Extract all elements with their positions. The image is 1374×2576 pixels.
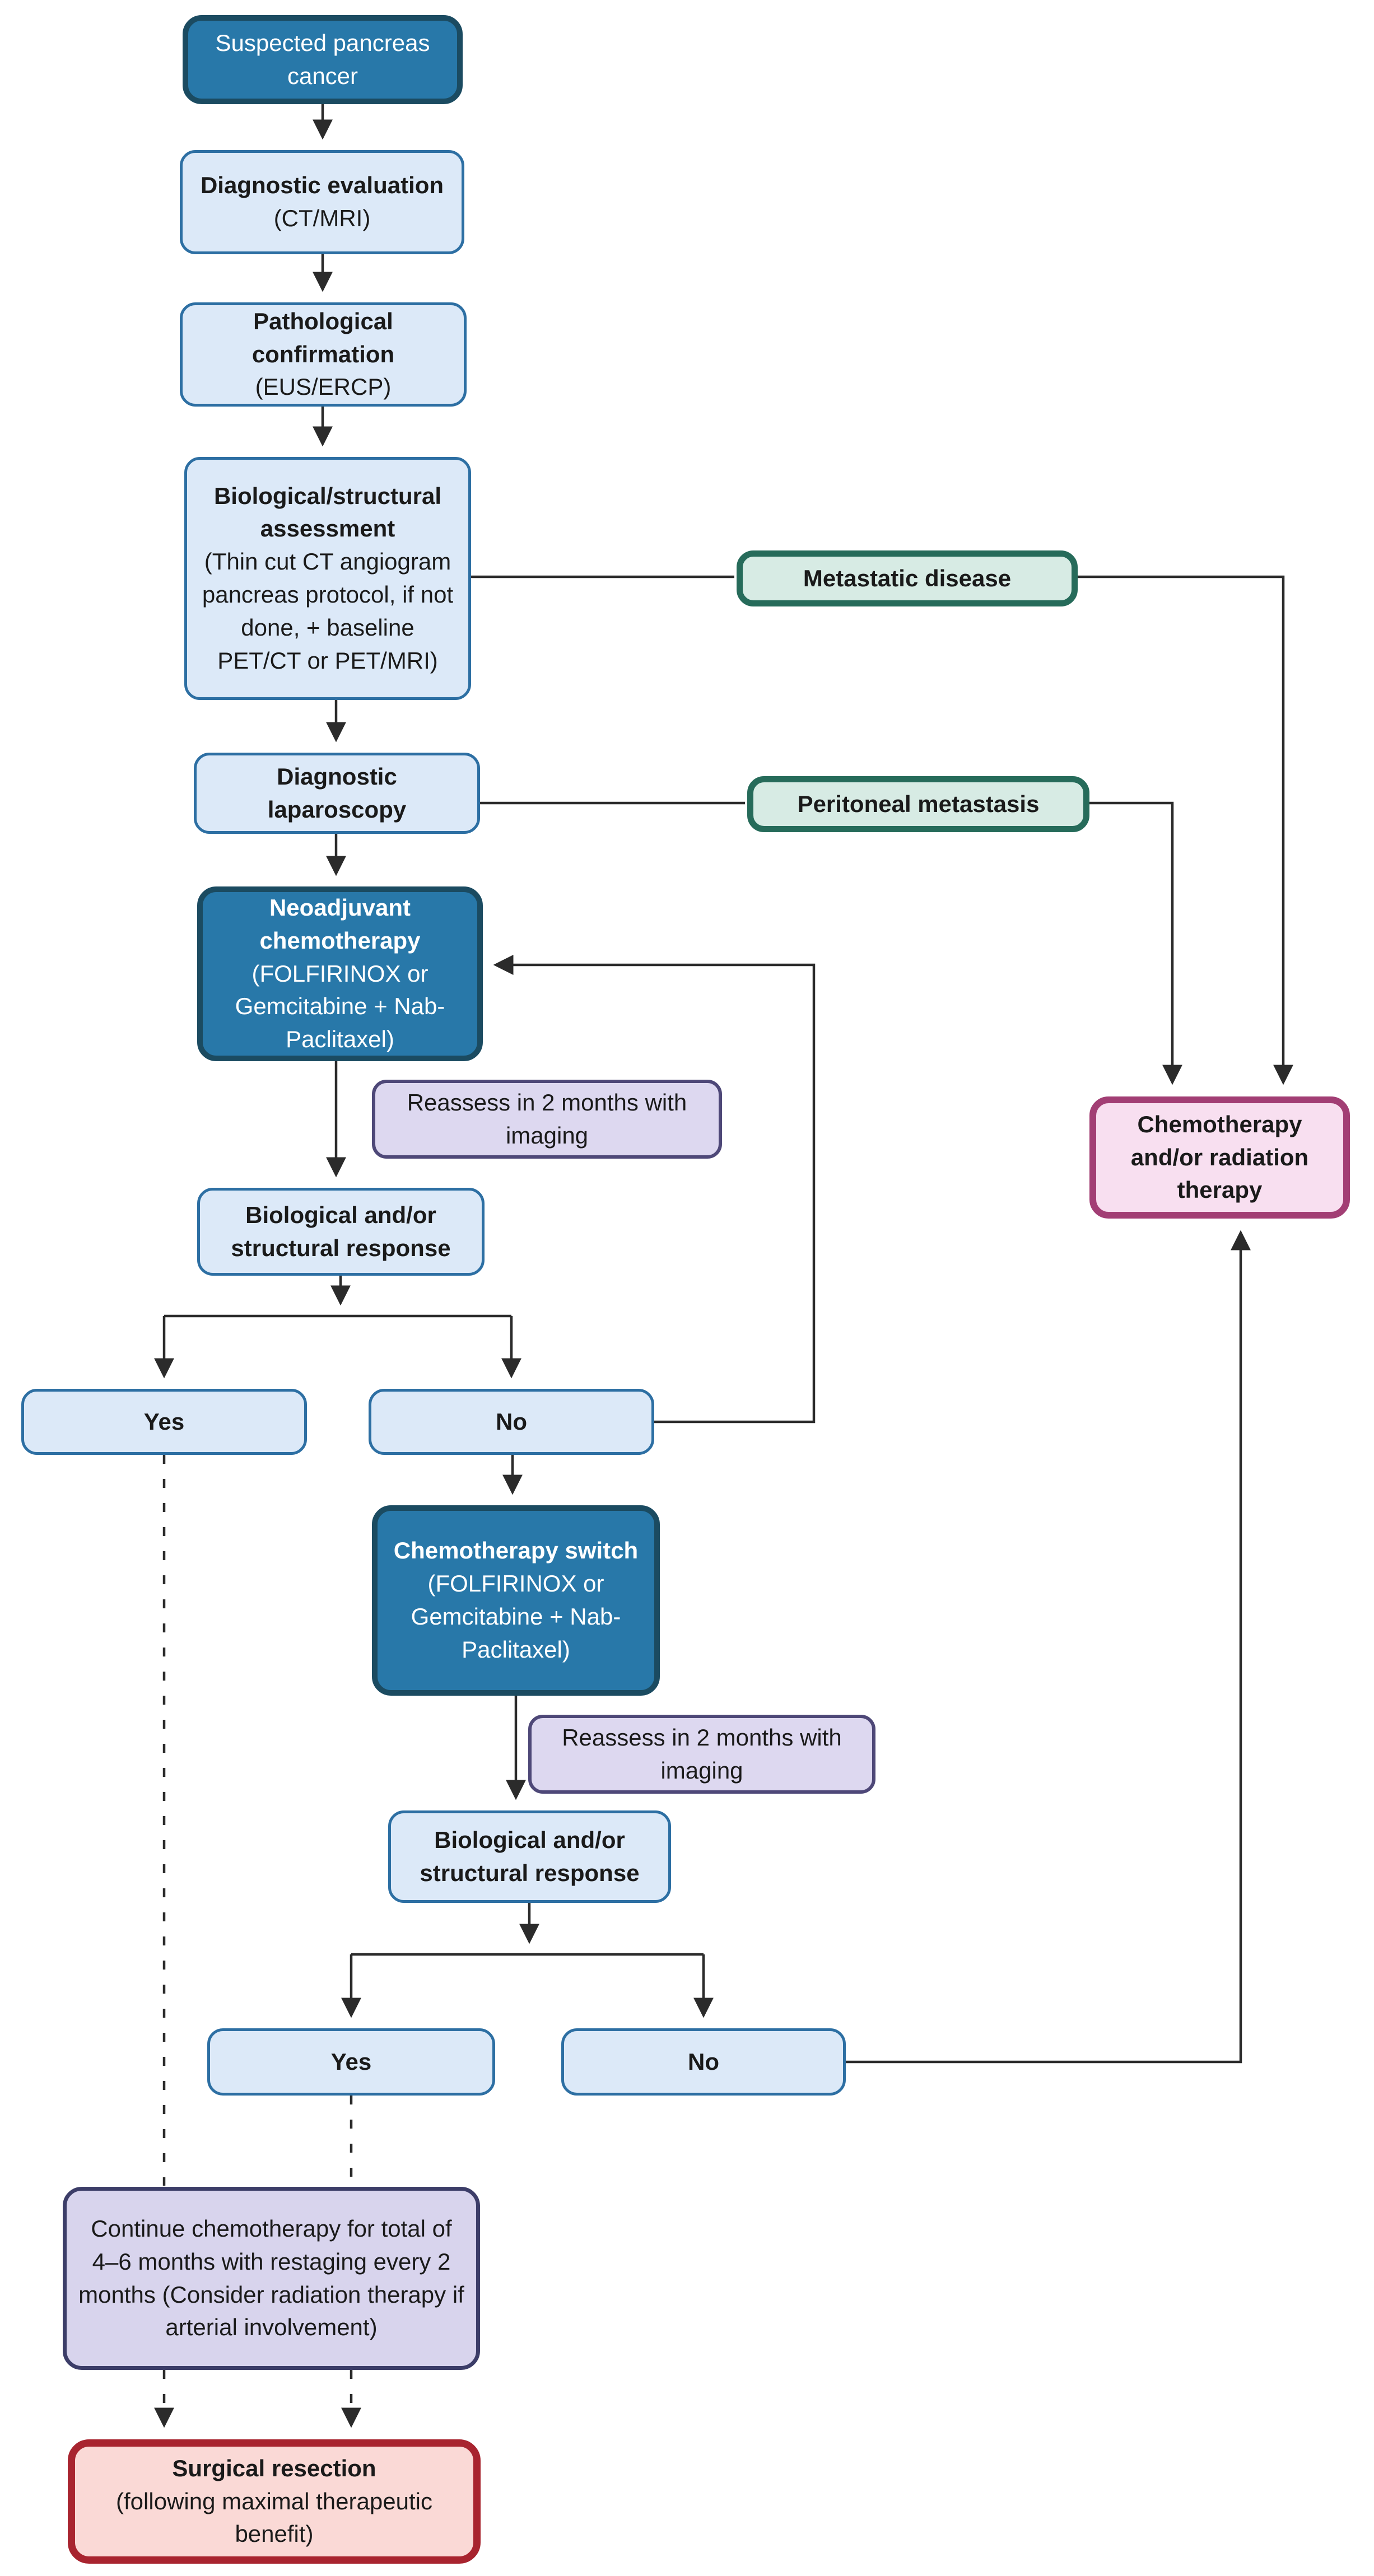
node-reassess-imaging-1: Reassess in 2 months with imaging	[372, 1080, 722, 1159]
node-reassess-imaging-2: Reassess in 2 months with imaging	[528, 1715, 875, 1794]
node-title: Reassess in 2 months with imaging	[562, 1724, 842, 1784]
node-peritoneal-metastasis: Peritoneal metastasis	[747, 776, 1089, 832]
node-title: No	[496, 1408, 527, 1435]
node-title: Pathological confirmation	[251, 307, 395, 367]
node-yes-2: Yes	[207, 2028, 495, 2096]
node-subtitle: (FOLFIRINOX or Gemcitabine + Nab-Paclita…	[411, 1570, 621, 1663]
node-neoadjuvant-chemotherapy: Neoadjuvant chemotherapy (FOLFIRINOX or …	[197, 886, 483, 1061]
node-title: Diagnostic laparoscopy	[267, 763, 407, 823]
node-title: Chemotherapy switch	[393, 1537, 639, 1564]
node-title: Peritoneal metastasis	[797, 790, 1040, 817]
node-subtitle: (Thin cut CT angiogram pancreas protocol…	[202, 548, 454, 674]
node-title: Biological and/or structural response	[231, 1201, 451, 1261]
node-subtitle: (FOLFIRINOX or Gemcitabine + Nab-Paclita…	[235, 960, 445, 1053]
node-yes-1: Yes	[21, 1389, 307, 1455]
node-title: Diagnostic evaluation	[200, 172, 444, 199]
arrow-no2-to-chemo-radiation	[846, 1230, 1251, 2064]
node-no-2: No	[561, 2028, 846, 2096]
node-title: Suspected pancreas cancer	[215, 29, 430, 89]
node-pathological-confirmation: Pathological confirmation (EUS/ERCP)	[180, 302, 467, 407]
node-continue-chemotherapy: Continue chemotherapy for total of 4–6 m…	[63, 2187, 480, 2370]
node-title: Reassess in 2 months with imaging	[407, 1089, 687, 1149]
node-title: Metastatic disease	[803, 564, 1012, 591]
node-title: Yes	[143, 1408, 185, 1435]
node-title: Continue chemotherapy for total of 4–6 m…	[78, 2215, 464, 2341]
node-diagnostic-evaluation: Diagnostic evaluation (CT/MRI)	[180, 150, 464, 254]
node-subtitle: (following maximal therapeutic benefit)	[116, 2488, 432, 2547]
node-diagnostic-laparoscopy: Diagnostic laparoscopy	[194, 753, 480, 834]
node-title: Neoadjuvant chemotherapy	[259, 894, 421, 954]
node-subtitle: (CT/MRI)	[273, 205, 371, 231]
node-suspected-pancreas-cancer: Suspected pancreas cancer	[183, 15, 463, 104]
node-title: Biological/structural assessment	[213, 482, 442, 542]
node-surgical-resection: Surgical resection (following maximal th…	[68, 2439, 481, 2564]
node-subtitle: (EUS/ERCP)	[255, 374, 392, 400]
arrow-no1-feedback-to-neoadjuvant	[493, 955, 816, 1424]
arrow-metastatic-to-chemo-radiation	[1078, 575, 1293, 1085]
node-biological-structural-assessment: Biological/structural assessment (Thin c…	[184, 457, 471, 700]
node-title: Surgical resection	[172, 2454, 376, 2481]
node-metastatic-disease: Metastatic disease	[737, 550, 1078, 606]
node-no-1: No	[369, 1389, 654, 1455]
node-title: Biological and/or structural response	[420, 1826, 640, 1886]
node-chemotherapy-radiation-therapy: Chemotherapy and/or radiation therapy	[1089, 1096, 1350, 1219]
node-biological-structural-response-2: Biological and/or structural response	[388, 1810, 671, 1903]
node-biological-structural-response-1: Biological and/or structural response	[197, 1188, 485, 1276]
node-title: No	[688, 2048, 719, 2075]
node-title: Chemotherapy and/or radiation therapy	[1130, 1110, 1309, 1203]
node-chemotherapy-switch: Chemotherapy switch (FOLFIRINOX or Gemci…	[372, 1505, 660, 1696]
node-title: Yes	[330, 2048, 372, 2075]
arrow-peritoneal-to-chemo-radiation	[1089, 801, 1182, 1085]
